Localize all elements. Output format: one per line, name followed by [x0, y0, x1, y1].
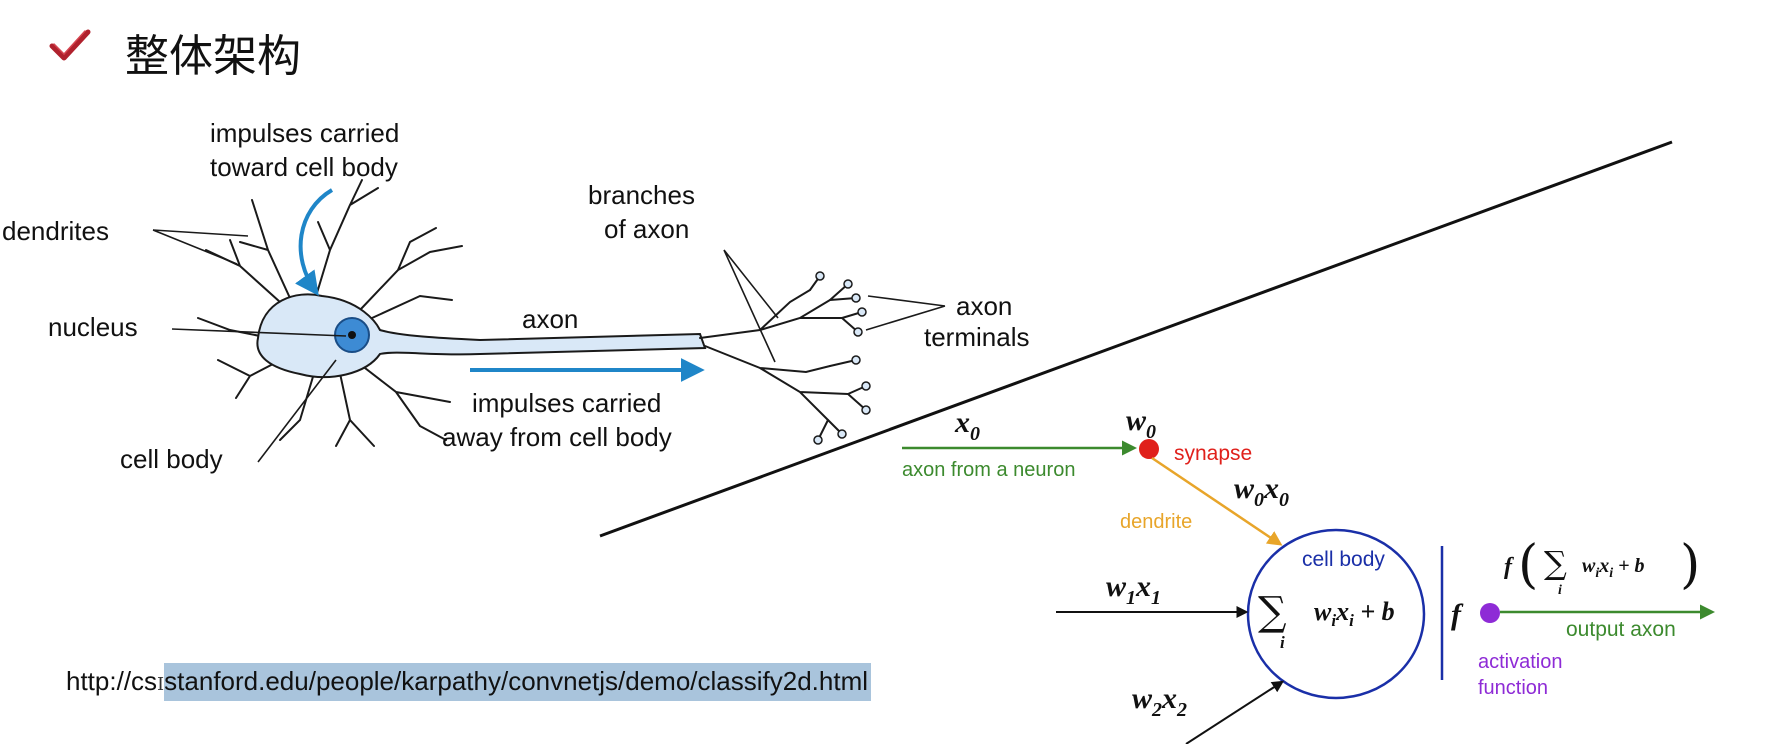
output-formula: f ( ∑ i wixi + b ): [1504, 535, 1700, 598]
svg-text:f: f: [1504, 554, 1514, 580]
dendrite-label: dendrite: [1120, 511, 1192, 533]
cell-body-label: cell body: [120, 444, 223, 474]
impulse-toward-arrow: [295, 188, 334, 296]
activation-label-1: activation: [1478, 651, 1563, 673]
w0x0-label: w0x0: [1234, 472, 1289, 511]
impulses-away-label-2: away from cell body: [442, 422, 672, 452]
synapse-dot: [1139, 439, 1159, 459]
axon-from-neuron-label: axon from a neuron: [902, 459, 1075, 481]
impulses-away-label-1: impulses carried: [472, 388, 661, 418]
activation-dot: [1480, 603, 1500, 623]
w0-label: w0: [1126, 404, 1156, 443]
axon-terminals-label-1: axon: [956, 291, 1012, 321]
cell-body-model-label: cell body: [1302, 548, 1385, 571]
text-cursor-icon: I: [157, 674, 165, 695]
sum-symbol: ∑: [1258, 589, 1287, 635]
sum-expression: wixi + b: [1314, 597, 1395, 630]
nucleus-label: nucleus: [48, 312, 138, 342]
svg-text:∑: ∑: [1544, 544, 1567, 582]
neuron-model: x0 axon from a neuron w0 synapse dendrit…: [902, 404, 1715, 744]
url-highlighted-selection[interactable]: stanford.edu/people/karpathy/convnetjs/d…: [164, 663, 872, 701]
dendrite-arrow: [1151, 456, 1283, 546]
w1x1-label: w1x1: [1106, 570, 1161, 609]
divider-line: [599, 140, 1673, 538]
axon-terminals-label-2: terminals: [924, 322, 1029, 352]
svg-text:): ): [1680, 535, 1700, 595]
output-axon-label: output axon: [1566, 618, 1676, 641]
impulses-toward-label-2: toward cell body: [210, 152, 398, 182]
svg-text:wixi + b: wixi + b: [1582, 555, 1645, 581]
x0-label: x0: [954, 406, 980, 445]
branches-label-1: branches: [588, 180, 695, 210]
impulses-toward-label-1: impulses carried: [210, 118, 399, 148]
url-text[interactable]: http://csIstanford.edu/people/karpathy/c…: [66, 663, 872, 701]
w2x2-arrow: [1185, 680, 1285, 744]
leader-lines: [152, 229, 946, 463]
svg-text:(: (: [1518, 535, 1538, 595]
check-icon: [49, 29, 91, 61]
cell-body-shape: [256, 293, 707, 378]
activation-f: f: [1451, 598, 1464, 631]
branches-label-2: of axon: [604, 214, 689, 244]
neuron-illustration: impulses carried toward cell body dendri…: [2, 118, 1029, 474]
w2x2-label: w2x2: [1132, 682, 1187, 721]
activation-label-2: function: [1478, 677, 1548, 699]
sum-index: i: [1280, 633, 1285, 652]
dendrites-label: dendrites: [2, 216, 109, 246]
slide-title: 整体架构: [125, 31, 301, 82]
terminal-knobs: [813, 271, 871, 445]
axon-label: axon: [522, 304, 578, 334]
axon-terminal-branches: [699, 275, 867, 441]
svg-text:i: i: [1558, 583, 1562, 598]
url-prefix: http://cs: [66, 666, 158, 696]
synapse-label: synapse: [1174, 442, 1252, 465]
